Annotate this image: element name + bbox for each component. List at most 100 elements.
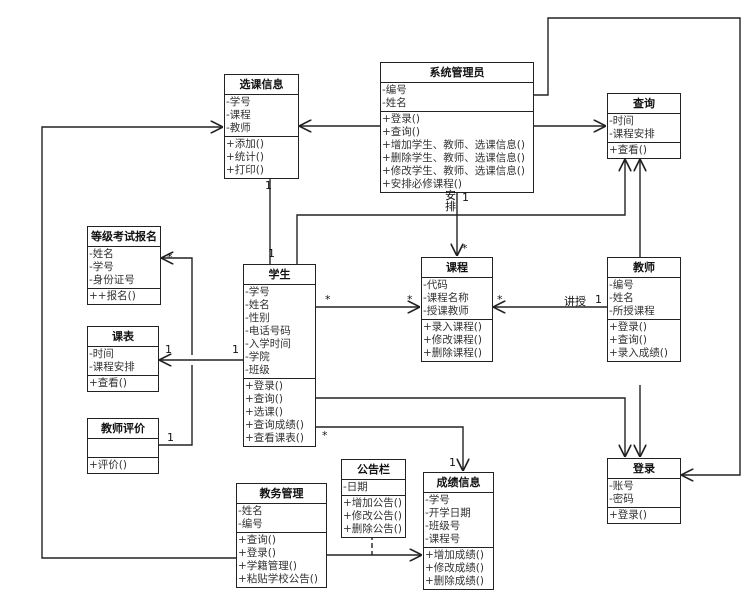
attribute: -姓名 [89, 248, 114, 260]
class-name: 选课信息 [225, 75, 298, 95]
affairs-xuanke-line [41, 127, 236, 559]
class-query: 查询-时间-课程安排+查看() [607, 93, 681, 159]
multiplicity: 1 [268, 247, 275, 260]
class-name: 学生 [244, 265, 315, 285]
multiplicity: 1 [595, 293, 602, 306]
operation: +查询() [245, 393, 283, 405]
student-query-line [296, 159, 625, 264]
student-exam-line [161, 258, 193, 355]
attributes-section: -学号-课程-教师 [225, 95, 298, 137]
attribute: -姓名 [382, 97, 407, 109]
class-teacher: 教师-编号-姓名-所授课程+登录()+查询()+录入成绩() [607, 257, 681, 362]
operation: +登录() [609, 509, 647, 521]
attribute: -授课教师 [423, 305, 469, 317]
operation: +查询成绩() [245, 419, 304, 431]
class-login: 登录-账号-密码+登录() [607, 458, 681, 524]
operation: +删除学生、教师、选课信息() [382, 152, 525, 164]
multiplicity: * [325, 293, 331, 306]
attribute: -教师 [226, 122, 251, 134]
attribute: -姓名 [238, 505, 263, 517]
attribute: -姓名 [609, 292, 634, 304]
operations-section: +登录() [608, 508, 680, 523]
attributes-section: -代码-课程名称-授课教师 [422, 278, 492, 320]
multiplicity: 1 [167, 431, 174, 444]
attribute: -代码 [423, 279, 448, 291]
operation: +录入课程() [423, 321, 482, 333]
operation: +增加成绩() [425, 549, 484, 561]
operation: +增加学生、教师、选课信息() [382, 139, 525, 151]
attribute: -日期 [343, 481, 368, 493]
student-login-line [315, 397, 625, 457]
operation: +登录() [245, 380, 283, 392]
class-name: 系统管理员 [381, 63, 533, 83]
attribute: -编号 [609, 279, 634, 291]
class-name: 教师评价 [88, 419, 158, 439]
attribute: -课程安排 [609, 128, 655, 140]
operations-section: +登录()+查询()+增加学生、教师、选课信息()+删除学生、教师、选课信息()… [381, 112, 533, 192]
multiplicity: * [497, 293, 503, 306]
attribute: -密码 [609, 493, 634, 505]
operation: +查询() [238, 534, 276, 546]
class-affairs: 教务管理-姓名-编号+查询()+登录()+学籍管理()+粘贴学校公告() [236, 483, 327, 588]
class-xuanke: 选课信息-学号-课程-教师+添加()+统计()+打印() [224, 74, 299, 179]
attribute: -电话号码 [245, 325, 291, 337]
operation: +查询() [382, 126, 420, 138]
multiplicity: 1 [462, 191, 469, 204]
attribute: -入学时间 [245, 338, 291, 350]
attribute: -班级 [245, 364, 270, 376]
operation: +安排必修课程() [382, 178, 462, 190]
class-name: 教务管理 [237, 484, 326, 504]
class-admin: 系统管理员-编号-姓名+登录()+查询()+增加学生、教师、选课信息()+删除学… [380, 62, 534, 193]
operation: +登录() [609, 321, 647, 333]
operation: +粘贴学校公告() [238, 573, 318, 585]
class-name: 教师 [608, 258, 680, 278]
operation: +查看() [609, 144, 647, 156]
operation: +删除成绩() [425, 575, 484, 587]
operation: +删除公告() [343, 523, 402, 535]
attributes-section: -学号-开学日期-班级号-课程号 [424, 493, 493, 548]
multiplicity: * [407, 293, 413, 306]
multiplicity: 1 [449, 456, 456, 469]
attribute: -编号 [382, 84, 407, 96]
operation: +添加() [226, 138, 264, 150]
attributes-section: -日期 [342, 480, 405, 496]
class-course: 课程-代码-课程名称-授课教师+录入课程()+修改课程()+删除课程() [421, 257, 493, 362]
class-name: 成绩信息 [424, 473, 493, 493]
attribute: -所授课程 [609, 305, 655, 317]
attributes-section: -编号-姓名 [381, 83, 533, 112]
attributes-section [88, 439, 158, 458]
class-evaluation: 教师评价 +评价() [87, 418, 159, 474]
class-name: 课程 [422, 258, 492, 278]
operation: +登录() [238, 547, 276, 559]
attribute: -学号 [226, 96, 251, 108]
evaluation-line [158, 365, 193, 446]
operations-section: +查看() [88, 376, 158, 391]
operations-section: +增加成绩()+修改成绩()+删除成绩() [424, 548, 493, 589]
class-exam: 等级考试报名-姓名-学号-身份证号++报名() [87, 226, 161, 305]
attribute: -时间 [89, 348, 114, 360]
operation: +修改学生、教师、选课信息() [382, 165, 525, 177]
multiplicity: * [167, 251, 173, 264]
attribute: -班级号 [425, 520, 461, 532]
attribute: -课程号 [425, 533, 461, 545]
operation: +学籍管理() [238, 560, 297, 572]
operation: +打印() [226, 164, 264, 176]
attributes-section: -学号-姓名-性别-电话号码-入学时间-学院-班级 [244, 285, 315, 379]
operation: +评价() [89, 459, 127, 471]
class-name: 登录 [608, 459, 680, 479]
class-name: 公告栏 [342, 460, 405, 480]
attribute: -学号 [425, 494, 450, 506]
class-notice: 公告栏-日期+增加公告()+修改公告()+删除公告() [341, 459, 406, 538]
attribute: -开学日期 [425, 507, 471, 519]
operation: +修改公告() [343, 510, 402, 522]
multiplicity: 1 [165, 343, 172, 356]
attribute: -时间 [609, 115, 634, 127]
operation: +修改成绩() [425, 562, 484, 574]
operations-section: +添加()+统计()+打印() [225, 137, 298, 178]
operation: +统计() [226, 151, 264, 163]
attribute: -姓名 [245, 299, 270, 311]
operations-section: +登录()+查询()+选课()+查询成绩()+查看课表() [244, 379, 315, 446]
class-timetable: 课表-时间-课程安排+查看() [87, 326, 159, 392]
arrange-label: 安 排 [445, 189, 456, 213]
